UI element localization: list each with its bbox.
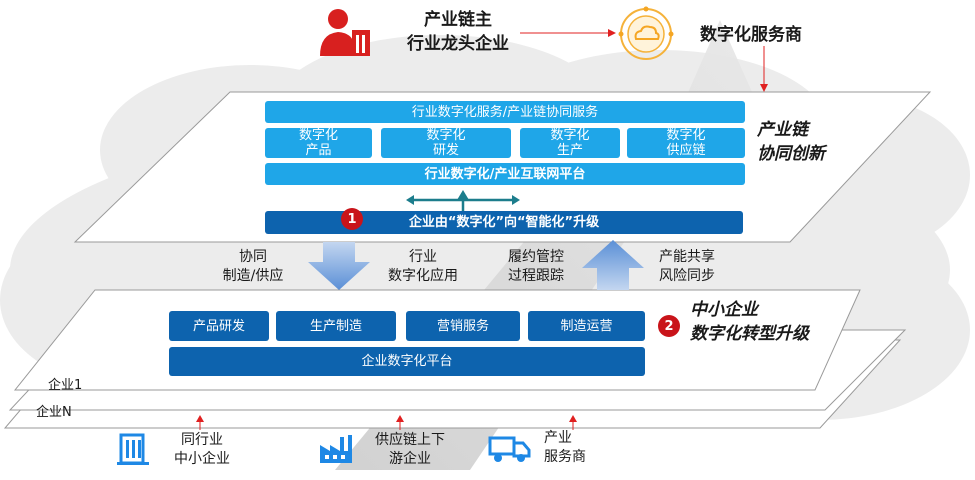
truck-icon [488,436,531,462]
upgrade-bar: 企业由“数字化”向“智能化”升级 [265,211,743,234]
layer-label-n: 企业N [36,405,72,420]
building-icon [117,433,149,465]
stakeholder-supply-chain: 供应链上下 游企业 [375,432,445,467]
module-digital-product: 数字化 产品 [265,128,372,158]
leader-label-line2: 行业龙头企业 [407,34,509,54]
enterprise-platform-bar: 企业数字化平台 [169,347,645,376]
layer-label-1: 企业1 [48,378,83,393]
module-digital-supply-chain: 数字化 供应链 [627,128,745,158]
module-production: 生产制造 [276,311,396,341]
stakeholder-peer-smes: 同行业 中小企业 [174,432,230,467]
step-badge-1: 1 [341,208,363,230]
module-digital-rnd: 数字化 研发 [381,128,511,158]
flow-label-4: 产能共享 风险同步 [659,249,715,284]
flow-label-3: 履约管控 过程跟踪 [508,249,564,284]
enterprise-leader-icon [320,9,370,56]
up-arrow [582,240,644,290]
lower-title-line2: 数字化转型升级 [690,324,809,344]
module-marketing: 营销服务 [406,311,520,341]
flow-label-1: 协同 制造/供应 [222,249,284,284]
down-arrow [308,242,370,290]
connector-lines [196,29,768,430]
industry-services-bar: 行业数字化服务/产业链协同服务 [265,101,745,123]
upper-title-line1: 产业链 [757,120,808,140]
module-operations: 制造运营 [528,311,645,341]
factory-icon [320,435,352,463]
upper-title-line2: 协同创新 [757,144,825,164]
branch-arrow [406,190,520,211]
lower-title-line1: 中小企业 [690,300,758,320]
leader-label-line1: 产业链主 [424,10,492,30]
service-provider-label: 数字化服务商 [700,25,802,45]
step-badge-2: 2 [658,315,680,337]
module-digital-production: 数字化 生产 [520,128,620,158]
industry-platform-bar: 行业数字化/产业互联网平台 [265,163,745,185]
flow-label-2: 行业 数字化应用 [388,249,458,284]
module-product-rnd: 产品研发 [169,311,269,341]
cloud-service-icon [618,6,674,60]
stakeholder-industry-services: 产业 服务商 [544,430,586,465]
